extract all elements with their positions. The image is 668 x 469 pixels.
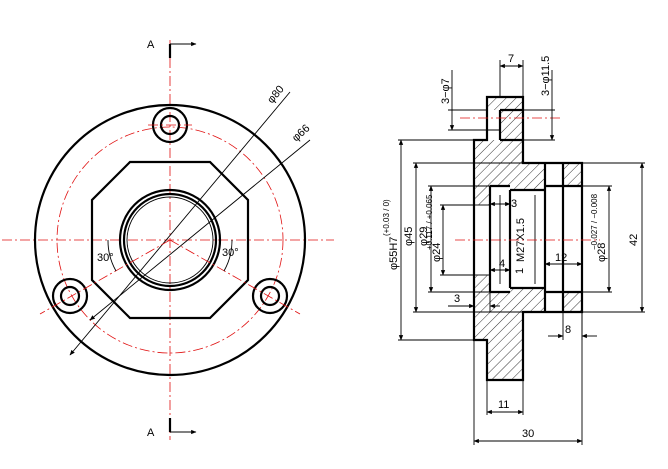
angle-arc-right xyxy=(223,239,233,272)
angle-arc-left xyxy=(107,239,117,272)
section-mark-top: A xyxy=(147,39,197,58)
section-hatching xyxy=(474,97,582,380)
dim-8-label: 8 xyxy=(565,324,571,336)
angle-right-label: 30° xyxy=(222,247,239,259)
section-view: 7 3−φ11.5 3−φ7 φ55H7 (+0.03 / 0) φ45 φ29… xyxy=(382,53,645,445)
hole-label-left: 3−φ7 xyxy=(440,78,452,104)
bore-outer-ring xyxy=(118,188,222,292)
phi45-label: φ45 xyxy=(403,227,415,246)
bolt-hole-top xyxy=(148,106,192,144)
right-hole-center-ray xyxy=(169,239,301,315)
thread-label: M27X1.5 xyxy=(515,218,527,262)
dim-3-bottom-label: 3 xyxy=(454,293,460,305)
dim-7-label: 7 xyxy=(508,53,514,65)
front-view: φ80 φ66 30° 30° A A xyxy=(2,39,334,440)
bolt-circle-centerline xyxy=(56,126,284,354)
phi29-label: φ29 xyxy=(418,227,430,246)
dim-42-label: 42 xyxy=(628,234,640,246)
dim-12-label: 12 xyxy=(555,252,567,264)
bolt-hole-left xyxy=(51,277,89,315)
phi24-tolerance: +0.117 / +0.065 xyxy=(425,194,434,250)
phi80-label: φ80 xyxy=(265,83,287,106)
dim-4-label: 4 xyxy=(499,258,505,270)
phi28-tolerance: −0.027 / −0.008 xyxy=(590,193,599,250)
phi55-tolerance: (+0.03 / 0) xyxy=(382,199,391,236)
phi28-label: φ28 xyxy=(596,243,608,262)
dim-11-label: 11 xyxy=(498,399,509,411)
svg-text:A: A xyxy=(147,39,155,51)
outer-flange-circle xyxy=(33,103,307,377)
phi24-label: φ24 xyxy=(431,243,443,262)
section-mark-bottom: A xyxy=(147,418,197,439)
phi55-label: φ55H7 xyxy=(388,237,400,270)
dim-1-label: 1 xyxy=(514,268,526,274)
bore-inner-ring xyxy=(126,196,214,284)
hole-label-top: 3−φ11.5 xyxy=(540,56,552,96)
angle-left-label: 30° xyxy=(97,252,114,264)
bolt-hole-right xyxy=(251,277,289,315)
section-bolt-hole xyxy=(498,108,523,142)
svg-text:A: A xyxy=(147,427,155,439)
phi66-leader xyxy=(89,139,311,321)
dim-3-top-label: 3 xyxy=(511,198,517,210)
dim-30-label: 30 xyxy=(522,428,534,440)
octagonal-boss xyxy=(90,160,250,320)
section-dimension-lines xyxy=(398,60,645,445)
bore-middle-ring xyxy=(122,192,218,288)
phi80-leader xyxy=(69,91,291,356)
left-hole-center-ray xyxy=(39,239,171,315)
